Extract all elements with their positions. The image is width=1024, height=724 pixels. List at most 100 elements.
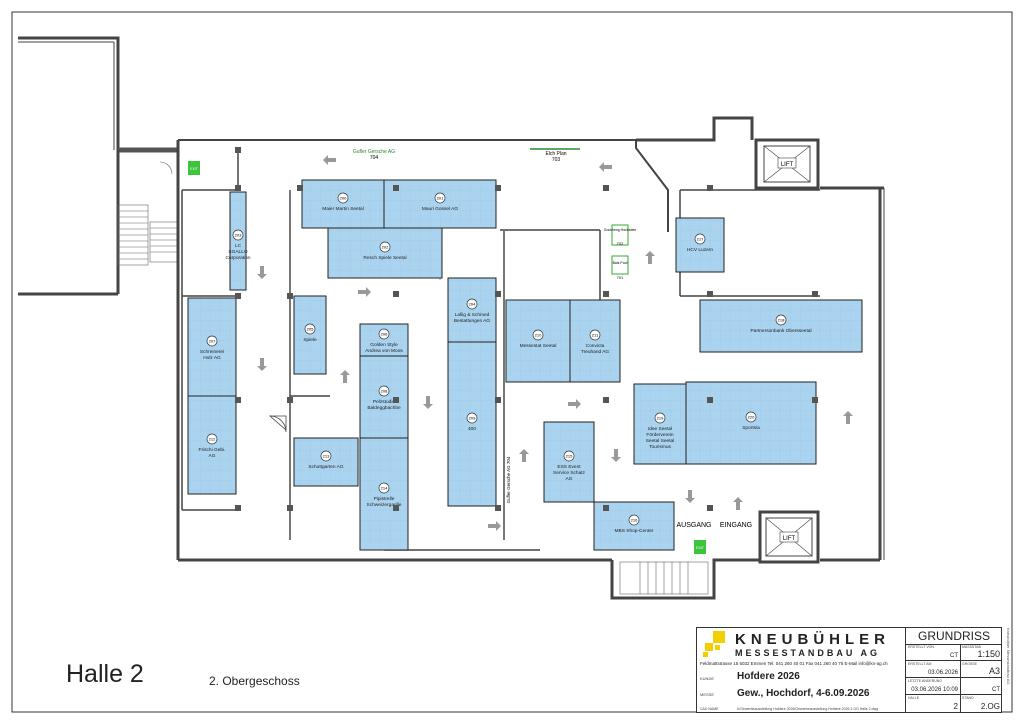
arrow-layer — [257, 155, 853, 531]
booth-number: 209 — [469, 416, 476, 421]
column — [393, 505, 399, 511]
booth-number: 217 — [697, 237, 704, 242]
booth-label: AG — [566, 476, 573, 482]
staircase-left — [117, 161, 179, 266]
booth-number: 205 — [307, 327, 314, 332]
booth-pipistrelle — [359, 437, 409, 551]
booth-label: Service Schatz — [553, 470, 586, 476]
hall-title: Halle 2 — [66, 660, 144, 688]
label-gufler-top-num: 704 — [370, 155, 379, 161]
booth-label: Pelzstudio — [373, 399, 395, 405]
letzte-value: 03.06.2026 10:09 — [911, 687, 958, 693]
booth-label: Convicta — [586, 343, 605, 349]
booth-hcv — [675, 217, 725, 273]
booth-marker — [337, 192, 349, 204]
booth-lallig — [447, 277, 497, 343]
booth-label: Maier Martin Seetal — [322, 206, 364, 212]
booth-label: Resch Spiele Seetal — [363, 255, 406, 261]
booth-marker — [232, 229, 244, 241]
direction-arrow — [323, 155, 336, 165]
eingang-label: EINGANG — [720, 522, 752, 529]
label-gufler-vertical: Gufler Gersche AG 704 — [506, 456, 511, 503]
booth-label: Mauri Gossel AG — [422, 206, 459, 212]
booth-marker — [378, 482, 390, 494]
erstellt-am-value: 03.06.2026 — [927, 670, 958, 676]
grundriss-label: GRUNDRISS — [906, 628, 1002, 645]
column — [235, 397, 241, 403]
column — [393, 291, 399, 297]
booth-number: 208 — [381, 389, 388, 394]
column — [495, 505, 501, 511]
grosse-value: A3 — [988, 666, 1000, 676]
direction-arrow — [611, 449, 621, 462]
booth-marker — [206, 335, 218, 347]
booth-label: Schweizergarille — [367, 502, 402, 508]
booth-ess — [543, 421, 595, 503]
column-layer — [235, 147, 818, 511]
booth-label: Lallig & Schmed — [455, 312, 490, 318]
booth-label: Treuhand AG — [581, 349, 610, 355]
booth-label: 400 — [468, 426, 476, 432]
booth-number: 202 — [382, 245, 389, 250]
booth-label: HCV Luzern — [687, 247, 713, 253]
booth-pelzstudio — [359, 355, 409, 439]
stand-label: STAND — [962, 696, 974, 700]
ausgang-label: AUSGANG — [676, 522, 711, 529]
booth-label: SGALLO — [228, 249, 247, 255]
kunde-value: Hofdere 2026 — [737, 671, 800, 682]
small-booth-702 — [611, 224, 629, 246]
booth-messstat — [505, 299, 571, 383]
column — [707, 291, 713, 297]
halle-value: 2 — [953, 702, 958, 711]
company-logo — [703, 631, 733, 657]
booth-maier — [301, 179, 385, 229]
booth-marker — [628, 514, 640, 526]
small-booth-702-num: 702 — [617, 241, 624, 246]
booth-number: 212 — [209, 437, 216, 442]
direction-arrow — [685, 490, 695, 503]
booth-marker — [654, 412, 666, 424]
booth-marker — [466, 298, 478, 310]
booth-label: Schuttgarten AG — [308, 464, 343, 470]
grosse-label: GROSSE — [962, 662, 977, 666]
direction-arrow — [599, 162, 612, 172]
booth-partner — [699, 299, 863, 353]
small-booth-702-label: Gockheng Hochstein — [604, 228, 637, 232]
direction-arrow — [843, 411, 853, 424]
booth-number: 210 — [535, 333, 542, 338]
column — [287, 505, 293, 511]
booth-schreinerei — [187, 297, 237, 397]
hall-walls — [176, 116, 885, 600]
booth-number: 214 — [381, 486, 388, 491]
column — [235, 505, 241, 511]
booth-label: MBS Shop-Center — [615, 528, 654, 534]
floor-subtitle: 2. Obergeschoss — [209, 674, 300, 688]
booth-label: AG — [209, 453, 216, 459]
door-left — [268, 415, 287, 433]
booth-label: Corporation — [225, 255, 250, 261]
booth-frischi — [187, 395, 237, 495]
booth-lc — [229, 191, 247, 291]
booth-label: Schreinerei — [200, 349, 224, 355]
booth-number: 220 — [748, 415, 755, 420]
booth-label: Frischi Gebi. — [199, 447, 226, 453]
letzte-label: LETZTE ÄNDERUNG — [908, 679, 943, 683]
column — [235, 147, 241, 153]
erstellt-von-value: CT — [950, 653, 958, 659]
exit-sign-top — [188, 161, 200, 175]
booth-number: 204 — [469, 302, 476, 307]
lift-top — [754, 138, 820, 190]
booth-marker — [320, 450, 332, 462]
booth-marker — [532, 329, 544, 341]
cad-label: CAD NAME — [700, 707, 719, 711]
booth-label: Golden Style — [370, 342, 398, 348]
booth-marker — [775, 314, 787, 326]
booth-resch — [327, 227, 443, 279]
booth-idee — [633, 383, 687, 465]
lift-bottom — [758, 510, 820, 564]
column — [603, 397, 609, 403]
column — [393, 397, 399, 403]
column — [603, 505, 609, 511]
booth-number: 203 — [235, 233, 242, 238]
